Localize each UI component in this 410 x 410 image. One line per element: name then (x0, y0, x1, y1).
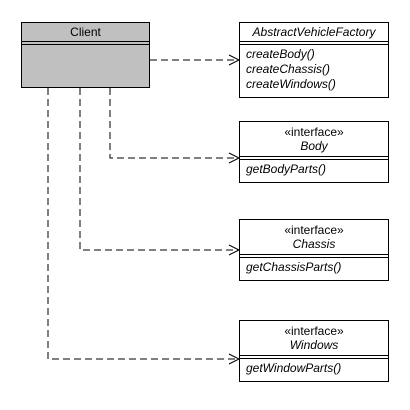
chassis-operations: getChassisParts() (240, 258, 388, 277)
edge-client-windows (47, 88, 238, 360)
windows-op-get-window-parts: getWindowParts() (246, 361, 342, 375)
body-op-get-body-parts: getBodyParts() (246, 162, 327, 176)
factory-separator (240, 41, 388, 45)
body-interface[interactable]: «interface» Body getBodyParts() (239, 121, 389, 183)
body-name: Body (300, 139, 328, 153)
factory-op-create-chassis: createChassis() (246, 62, 331, 76)
factory-op-create-windows: createWindows() (246, 77, 336, 91)
windows-name: Windows (289, 338, 339, 352)
body-stereotype: «interface» (284, 125, 344, 139)
body-separator (240, 156, 388, 160)
windows-interface[interactable]: «interface» Windows getWindowParts() (239, 320, 389, 382)
chassis-stereotype: «interface» (284, 223, 344, 237)
edge-client-chassis (79, 88, 238, 251)
chassis-op-get-chassis-parts: getChassisParts() (246, 260, 342, 274)
windows-stereotype: «interface» (284, 324, 344, 338)
chassis-title: «interface» Chassis (240, 220, 388, 251)
windows-operations: getWindowParts() (240, 359, 388, 378)
factory-class[interactable]: AbstractVehicleFactory createBody() crea… (239, 22, 389, 98)
chassis-interface[interactable]: «interface» Chassis getChassisParts() (239, 219, 389, 281)
client-class[interactable]: Client (21, 22, 150, 88)
factory-name-text: AbstractVehicleFactory (252, 25, 376, 39)
windows-title: «interface» Windows (240, 321, 388, 352)
chassis-separator (240, 254, 388, 258)
body-title: «interface» Body (240, 122, 388, 153)
factory-operations: createBody() createChassis() createWindo… (240, 45, 388, 94)
factory-op-create-body: createBody() (246, 47, 315, 61)
edge-client-body (109, 88, 238, 159)
windows-separator (240, 355, 388, 359)
client-class-name: Client (70, 25, 101, 39)
chassis-name: Chassis (292, 237, 336, 251)
client-separator (22, 41, 149, 45)
body-operations: getBodyParts() (240, 160, 388, 179)
factory-class-name: AbstractVehicleFactory (240, 23, 388, 41)
